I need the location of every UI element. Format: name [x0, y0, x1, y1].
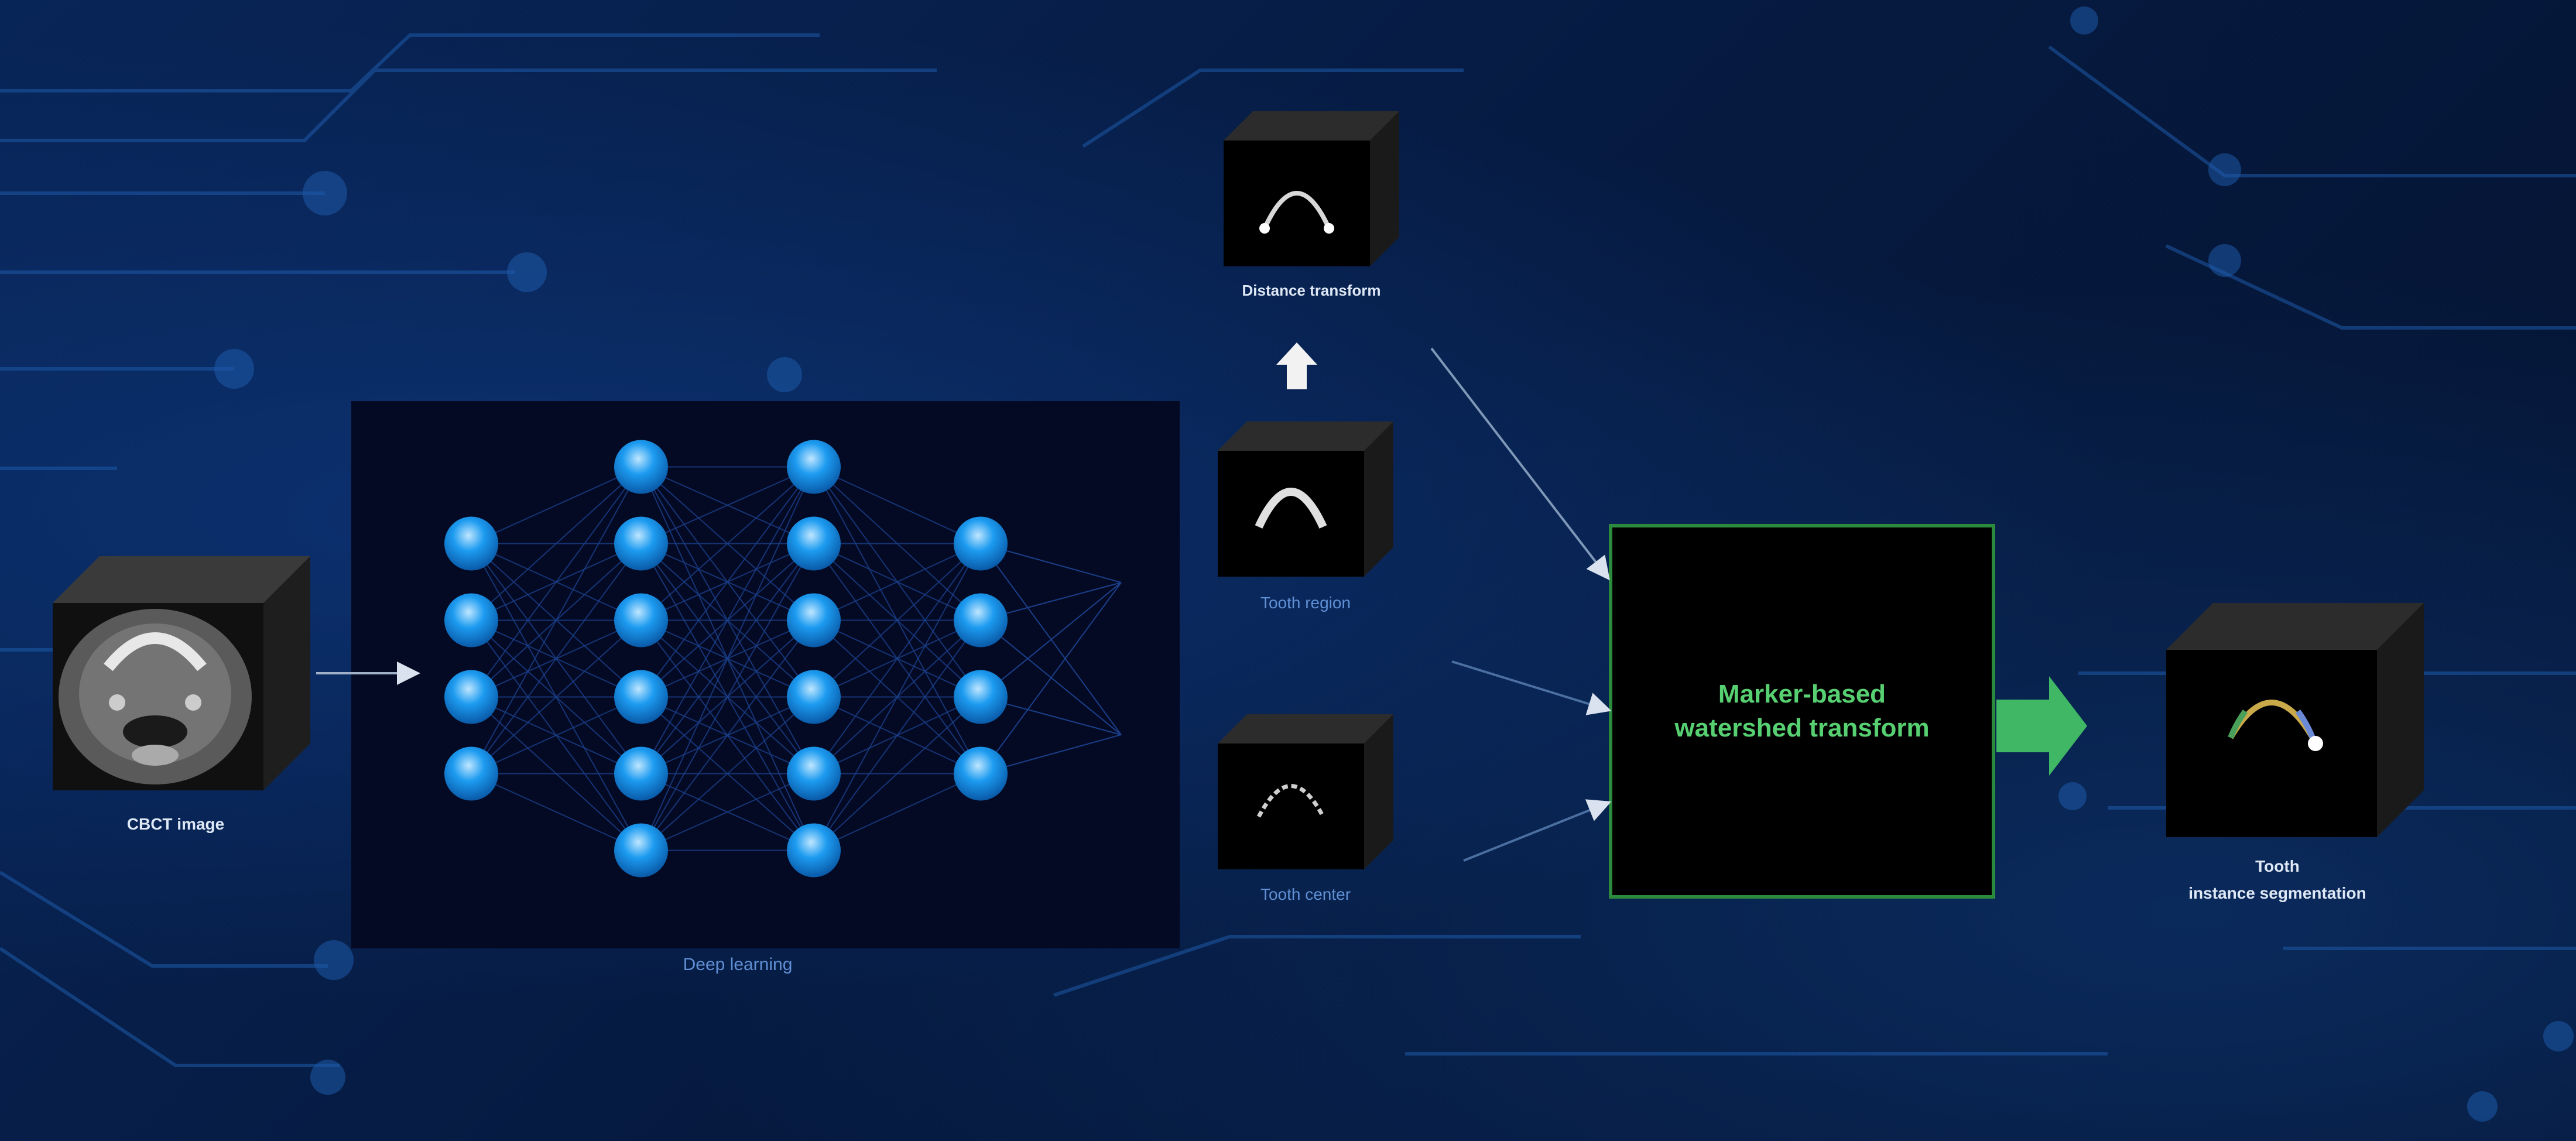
network-connection: [640, 467, 814, 851]
network-connection: [640, 619, 814, 851]
network-connection: [813, 543, 981, 775]
network-connection: [640, 466, 814, 544]
neuron-layer-1: [444, 670, 498, 724]
network-connection: [640, 696, 814, 851]
network-neurons: [444, 440, 1008, 878]
neuron-layer-2: [614, 440, 668, 494]
distance-transform-cube: [1224, 111, 1399, 266]
distance-transform-label: Distance transform: [1242, 282, 1381, 299]
network-connection: [813, 773, 981, 851]
network-connection: [813, 543, 981, 621]
neuron-layer-3: [787, 670, 841, 724]
network-output-connection: [980, 582, 1122, 775]
neuron-layer-2: [614, 593, 668, 647]
neuron-layer-3: [787, 746, 841, 801]
neuron-layer-4: [954, 746, 1008, 801]
network-connection: [471, 619, 642, 775]
neuron-layer-4: [954, 593, 1008, 647]
network-connection: [640, 773, 814, 851]
neuron-layer-2: [614, 516, 668, 571]
network-connection: [471, 543, 642, 775]
network-connection: [471, 466, 642, 698]
network-output-connection: [980, 582, 1122, 698]
tooth-center-cube: [1218, 714, 1393, 869]
neuron-layer-1: [444, 593, 498, 647]
neuron-layer-4: [954, 670, 1008, 724]
neuron-layer-3: [787, 593, 841, 647]
instance-segmentation-cube: [2166, 603, 2424, 837]
neuron-layer-4: [954, 516, 1008, 571]
output-label-line1: Tooth: [2255, 857, 2300, 875]
network-connection: [813, 543, 981, 698]
network-connection: [640, 466, 814, 698]
neuron-layer-1: [444, 516, 498, 571]
network-connection: [471, 466, 642, 544]
arrow-up-icon: [1276, 342, 1317, 389]
output-label-line2: instance segmentation: [2188, 884, 2366, 902]
deep-learning-panel: [351, 401, 1180, 948]
neuron-layer-1: [444, 746, 498, 801]
network-connection: [813, 543, 981, 851]
network-connection: [471, 696, 642, 775]
deep-learning-label: Deep learning: [683, 955, 793, 974]
neuron-layer-3: [787, 516, 841, 571]
cbct-image-cube: [53, 556, 310, 790]
neuron-layer-2: [614, 670, 668, 724]
tooth-region-cube: [1218, 422, 1393, 577]
watershed-transform-box: Marker-based watershed transform: [1609, 524, 1995, 899]
neuron-layer-2: [614, 823, 668, 878]
cbct-image-label: CBCT image: [126, 815, 225, 833]
network-connection: [813, 466, 981, 544]
neuron-layer-3: [787, 823, 841, 878]
network-connection: [471, 467, 642, 774]
tooth-region-label: Tooth region: [1260, 594, 1351, 612]
network-connection: [640, 467, 814, 774]
network-connection: [471, 466, 642, 621]
network-connection: [813, 696, 981, 851]
neural-network-graph: [444, 440, 1122, 878]
watershed-transform-label: Marker-based watershed transform: [1674, 680, 1930, 742]
network-connection: [471, 773, 642, 851]
network-connection: [813, 619, 981, 851]
network-connection: [640, 543, 814, 851]
tooth-center-label: Tooth center: [1260, 885, 1351, 903]
neuron-layer-3: [787, 440, 841, 494]
neuron-layer-2: [614, 746, 668, 801]
network-connection: [640, 466, 814, 621]
